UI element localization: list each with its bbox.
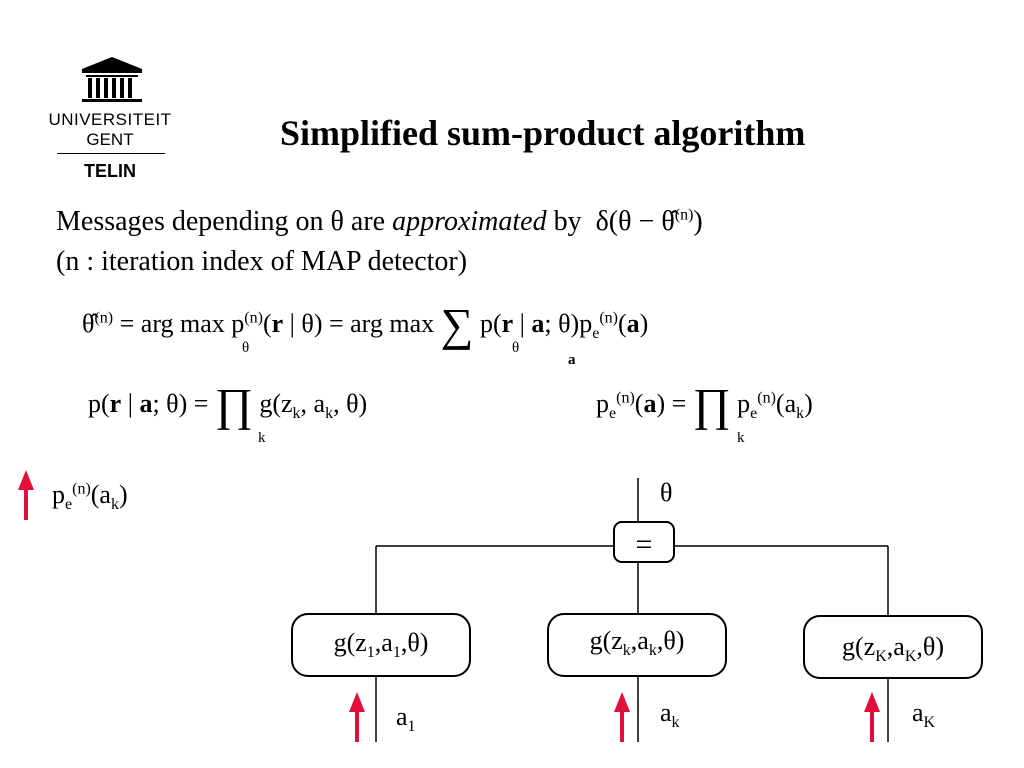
logo-text-universiteit: UNIVERSITEIT [48,110,172,129]
factor-node-k [547,613,727,677]
theta-label: θ [660,478,673,507]
factor-node-k-label: g(zk,ak,θ) [589,626,685,660]
factor-node-K-label: g(zK,aK,θ) [842,632,944,666]
equality-node-label: = [635,528,653,561]
equality-node [613,521,675,563]
input-label-1-text: a [396,702,408,731]
university-logo-icon [82,57,142,102]
factor-node-k-text: g(z [589,626,623,655]
factor-node-1-label: g(z1,a1,θ) [333,628,429,662]
equation-sub-theta-1: θ [242,340,250,356]
equation-prior: pe(n)(a) = ∏ pe(n)(ak) [596,379,813,430]
factor-node-1-text: g(z [333,628,367,657]
factor-node-1 [291,613,471,677]
slide-title: Simplified sum-product algorithm [280,113,806,153]
text-messages-pre: Messages depending on θ are [56,206,393,237]
text-approximated: approximated [392,206,547,237]
left-message-p: p [52,480,65,509]
factor-node-K [803,615,983,679]
message-arrow-icon-K [864,692,880,742]
input-label-k-text: a [660,698,672,727]
input-label-K-text: a [912,698,924,727]
message-arrow-icon [18,470,34,520]
formula-delta: δ(θ − θ̂(n)) [581,206,703,237]
text-messages-post: by [546,206,582,237]
text-line-messages: Messages depending on θ are approximated… [56,206,703,238]
message-arrow-icon-k [614,692,630,742]
equation-sub-k-1: k [258,430,266,446]
input-label-1: a1 [396,702,416,736]
message-arrow-icon-1 [349,692,365,742]
logo-divider [57,153,165,154]
logo-text-gent: GENT [86,130,134,149]
text-line-iteration: (n : iteration index of MAP detector) [56,246,468,277]
equation-sub-theta-2: θ [512,340,520,356]
equation-theta-estimate: θ̂(n) = arg max p(n)(r | θ) = arg max ∑ … [82,299,649,350]
equation-likelihood: p(r | a; θ) = ∏ g(zk, ak, θ) [88,379,368,430]
equation-sub-a: a [568,352,576,368]
input-label-k: ak [660,698,680,732]
factor-node-K-text: g(z [842,632,876,661]
logo-text-telin: TELIN [84,161,136,181]
input-label-K: aK [912,698,936,732]
left-message-label: pe(n)(ak) [52,480,128,514]
equation-sub-k-2: k [737,430,745,446]
